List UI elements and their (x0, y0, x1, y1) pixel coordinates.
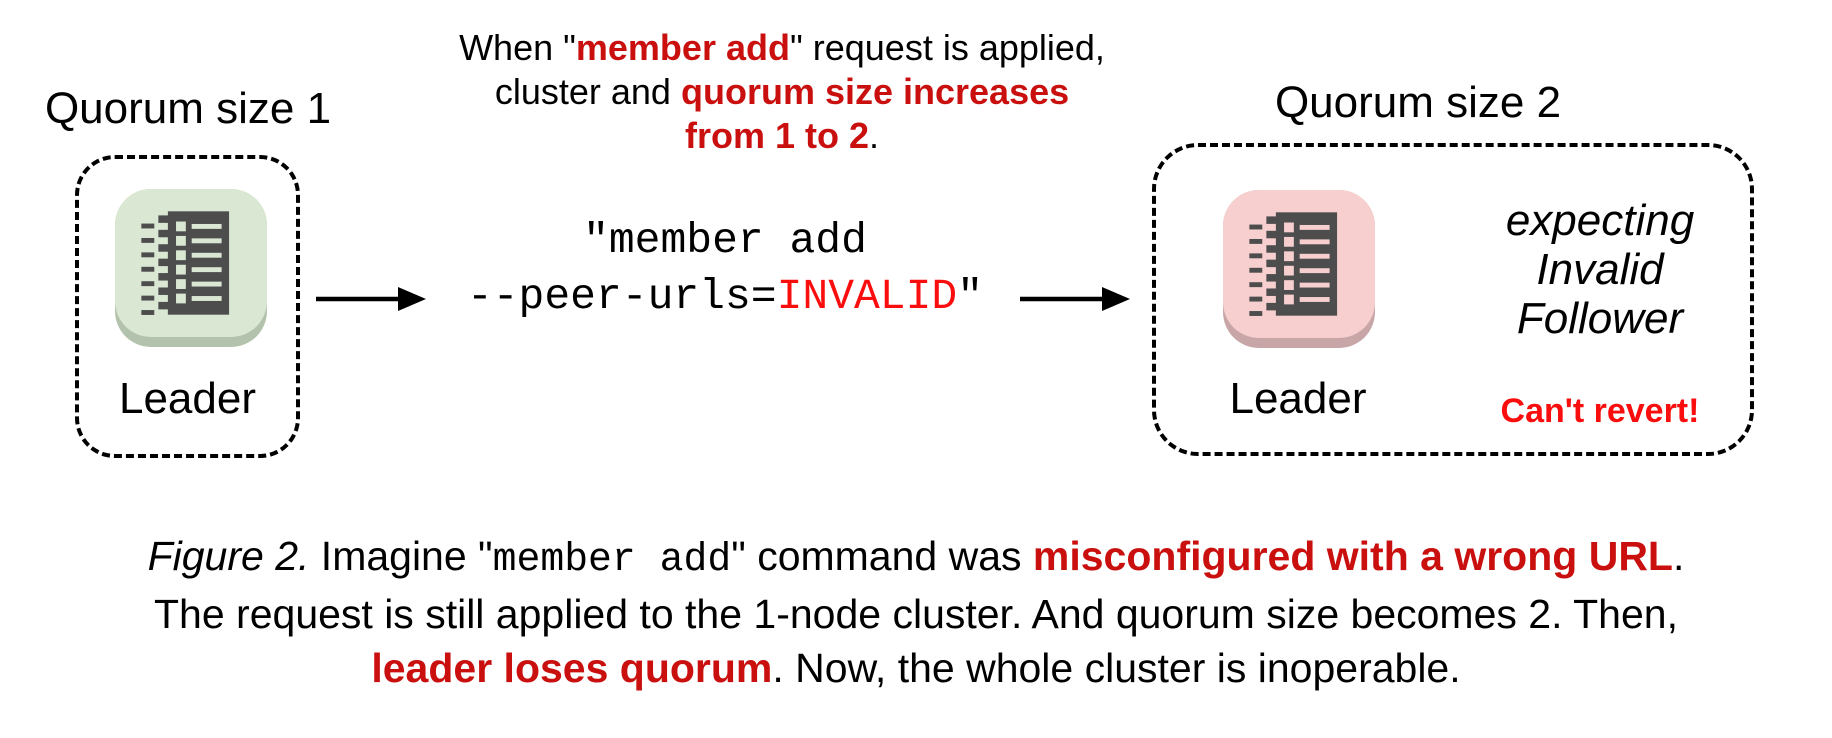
expecting-line: Invalid (1536, 245, 1664, 294)
annotation-highlight: from 1 to 2 (684, 115, 869, 156)
arrow-right-icon (316, 287, 426, 311)
caption-highlight: leader loses quorum (371, 645, 773, 691)
caption-highlight: misconfigured with a wrong URL (1032, 533, 1673, 579)
left-node-label: Leader (118, 374, 256, 423)
annotation-line-3: from 1 to 2. (684, 115, 880, 156)
ledger-icon (1249, 212, 1338, 316)
right-node-label: Leader (1229, 374, 1367, 423)
figure-label: Figure 2. (147, 533, 310, 579)
right-panel-title: Quorum size 2 (1274, 78, 1562, 127)
annotation-line-1: When "member add" request is applied, (459, 27, 1105, 68)
leader-node-green (115, 189, 267, 347)
figure-caption: Figure 2. Imagine "member add" command w… (0, 529, 1832, 695)
leader-node-pink (1223, 190, 1375, 348)
left-cluster-box (75, 155, 300, 458)
caption-line-3: leader loses quorum. Now, the whole clus… (371, 645, 1461, 691)
cant-revert-warning: Can't revert! (1500, 392, 1700, 430)
annotation-text: When "member add" request is applied, cl… (400, 26, 1164, 158)
caption-line-1: Figure 2. Imagine "member add" command w… (147, 533, 1685, 582)
invalid-url-text: INVALID (776, 272, 958, 321)
right-cluster-box (1152, 143, 1754, 456)
annotation-highlight: quorum size increases (680, 71, 1070, 112)
ledger-icon (141, 211, 230, 315)
annotation-highlight: member add (575, 27, 790, 68)
left-panel-title: Quorum size 1 (44, 84, 332, 133)
caption-line-2: The request is still applied to the 1-no… (154, 591, 1678, 637)
command-line-1: "member add (583, 216, 867, 265)
expecting-invalid-follower-note: expecting Invalid Follower (1450, 196, 1750, 343)
member-add-command: "member add --peer-urls=INVALID" (420, 213, 1030, 325)
arrow-right-icon (1020, 287, 1130, 311)
expecting-line: Follower (1516, 294, 1684, 343)
member-add-code: member add (492, 537, 732, 582)
annotation-line-2: cluster and quorum size increases (494, 71, 1070, 112)
command-line-2: --peer-urls=INVALID" (466, 272, 984, 321)
expecting-line: expecting (1505, 196, 1695, 245)
